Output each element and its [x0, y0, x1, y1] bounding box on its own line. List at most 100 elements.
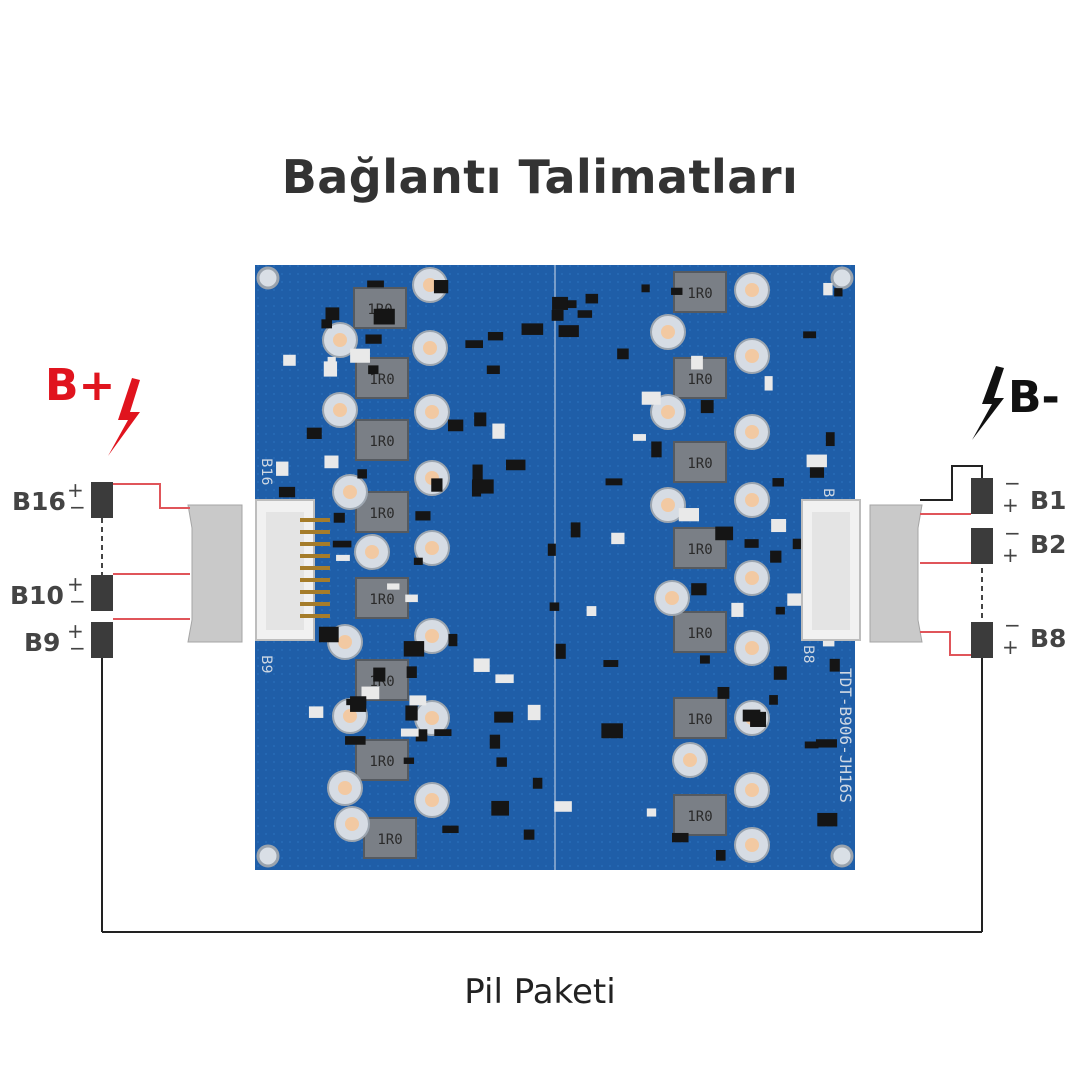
capacitor-center — [661, 325, 675, 339]
smd-part — [699, 655, 710, 664]
smd-part — [433, 280, 449, 294]
smd-part — [611, 532, 625, 545]
smd-part — [770, 550, 782, 563]
capacitor-center — [745, 641, 759, 655]
cell-label-b10: B10 — [10, 581, 64, 610]
smd-part — [823, 282, 833, 296]
capacitor-center — [665, 591, 679, 605]
smd-part — [764, 376, 773, 391]
smd-part — [555, 643, 566, 659]
smd-part — [641, 284, 650, 293]
smd-part — [547, 543, 556, 556]
smd-part — [473, 658, 490, 672]
smd-part — [327, 356, 336, 371]
smd-part — [651, 441, 662, 458]
connector-pin — [300, 554, 330, 558]
negative-terminal-label: B- — [1008, 372, 1060, 423]
smd-part — [405, 705, 418, 721]
smd-part — [447, 419, 464, 432]
right-cell-stack — [920, 465, 993, 932]
smd-part — [772, 478, 784, 487]
smd-part — [308, 706, 324, 718]
smd-part — [558, 325, 579, 338]
smd-part — [815, 739, 837, 748]
smd-part — [617, 348, 629, 360]
capacitor-center — [333, 403, 347, 417]
capacitor-center — [745, 783, 759, 797]
smd-part — [448, 633, 458, 647]
smd-part — [474, 412, 487, 427]
smd-part — [822, 638, 835, 647]
smd-part — [368, 365, 379, 375]
capacitor-center — [661, 498, 675, 512]
smd-part — [523, 829, 535, 840]
smd-part — [521, 323, 544, 335]
svg-text:+: + — [67, 572, 84, 596]
smd-part — [486, 365, 500, 375]
smd-part — [365, 334, 382, 344]
capacitor-center — [425, 793, 439, 807]
svg-text:−: − — [1004, 613, 1021, 637]
svg-text:−: − — [69, 589, 86, 613]
cell-b9 — [91, 622, 113, 658]
smd-part — [495, 674, 514, 684]
inductor — [355, 357, 409, 399]
smd-part — [809, 466, 825, 478]
bminus-arrow-icon — [972, 366, 1004, 440]
inductor — [363, 817, 417, 859]
smd-part — [691, 355, 703, 370]
inductor-marking: 1R0 — [377, 832, 402, 848]
smd-part — [472, 464, 483, 480]
smd-part — [489, 734, 501, 749]
connector-pin — [300, 602, 330, 606]
cell-b8 — [971, 622, 993, 658]
connector-pin — [300, 566, 330, 570]
svg-text:−: − — [69, 636, 86, 660]
smd-part — [632, 434, 646, 441]
smd-part — [603, 660, 619, 667]
smd-part — [570, 522, 581, 538]
capacitor-center — [745, 283, 759, 297]
smd-part — [336, 554, 350, 561]
smd-part — [834, 288, 843, 297]
inductor-marking: 1R0 — [369, 754, 394, 770]
smd-part — [773, 666, 787, 680]
connector-pin — [300, 590, 330, 594]
svg-text:+: + — [1002, 635, 1019, 659]
inductor-marking: 1R0 — [369, 506, 394, 522]
capacitor-center — [343, 485, 357, 499]
smd-part — [803, 331, 817, 339]
smd-part — [434, 729, 452, 736]
smd-part — [283, 354, 296, 366]
silk-b16: B16 — [258, 458, 274, 486]
smd-part — [415, 729, 428, 742]
smd-part — [731, 602, 744, 617]
left-balance-connector — [187, 499, 330, 643]
capacitor-center — [745, 838, 759, 852]
smd-part — [357, 469, 367, 479]
smd-part — [700, 400, 714, 414]
smd-part — [350, 696, 367, 712]
smd-part — [487, 332, 504, 341]
smd-part — [324, 455, 339, 469]
cell-b16 — [91, 482, 113, 518]
capacitor-center — [425, 711, 439, 725]
page-title: Bağlantı Talimatları — [281, 150, 799, 204]
svg-text:+: + — [1002, 543, 1019, 567]
smd-part — [678, 508, 700, 522]
smd-part — [691, 583, 707, 596]
cell-label-b9: B9 — [24, 628, 61, 657]
connector-pin — [300, 542, 330, 546]
inductor — [673, 794, 727, 836]
board-model-silk: TDT-B906-JH16S — [836, 668, 855, 803]
battery-pack-label: Pil Paketi — [464, 972, 616, 1012]
positive-terminal-label: B+ — [45, 360, 116, 411]
inductor-marking: 1R0 — [369, 592, 394, 608]
capacitor-center — [425, 541, 439, 555]
capacitor-center — [423, 278, 437, 292]
smd-part — [409, 695, 427, 706]
smd-part — [373, 308, 395, 325]
capacitor-center — [683, 753, 697, 767]
smd-part — [415, 511, 431, 521]
